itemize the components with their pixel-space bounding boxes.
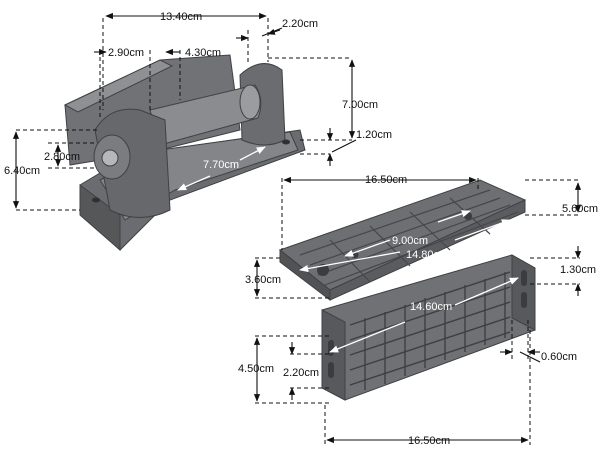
label-base-span: 7.70cm: [203, 159, 239, 171]
hinge-back-plate-top: [63, 59, 174, 113]
dim-arrow-grid-length: [454, 277, 519, 306]
label-inner-length: 14.80cm: [406, 249, 448, 261]
grid-plate-slot: [521, 292, 527, 308]
label-lug-gap: 2.20cm: [282, 18, 318, 30]
extension-lines: [16, 18, 580, 445]
dim-arrow-base-span: [177, 175, 211, 191]
label-top-width: 13.40cm: [160, 11, 202, 23]
dim-leader-rail-width: [519, 351, 541, 363]
hinge-axle: [149, 84, 262, 146]
label-plate-height: 5.60cm: [562, 203, 598, 215]
label-bracket-offset: 2.20cm: [283, 367, 319, 379]
grid-plate-slot: [328, 362, 334, 378]
grid-plate-left-end: [321, 309, 346, 401]
label-bracket-height: 4.50cm: [238, 363, 274, 375]
dim-leader-lug-gap: [261, 27, 283, 37]
hinge-mount-hole: [92, 197, 100, 203]
label-base-thickness: 1.20cm: [356, 129, 392, 141]
dimension-arrows-on-part: [177, 146, 519, 353]
label-side-height: 3.60cm: [245, 274, 281, 286]
label-side-offset: 1.30cm: [560, 264, 596, 276]
label-height: 7.00cm: [342, 99, 378, 111]
plate-top-ribs: [299, 189, 519, 286]
hinge-assembly: [63, 54, 306, 252]
label-rail-width: 0.60cm: [541, 351, 577, 363]
dimension-arrows: [12, 12, 582, 444]
label-left-offset: 2.90cm: [108, 47, 144, 59]
grid-plate-bottom: [321, 254, 536, 401]
label-middle-offset: 4.30cm: [185, 47, 221, 59]
dim-arrow-inner-span: [344, 239, 391, 257]
label-inner-span: 9.00cm: [392, 235, 428, 247]
label-grid-length: 14.60cm: [410, 301, 452, 313]
label-axle-height: 2.80cm: [44, 151, 80, 163]
dim-leader-base-thickness: [331, 139, 357, 153]
hinge-mount-hole: [282, 139, 290, 145]
label-plate-length-top: 16.50cm: [365, 174, 407, 186]
dim-arrow-base-span: [239, 146, 266, 161]
hinge-bolt-head: [101, 149, 119, 167]
plate-top-front: [329, 199, 526, 301]
hinge-axle-end: [239, 84, 261, 120]
grid-plate-cells: [349, 271, 511, 390]
dim-arrow-grid-length: [329, 321, 406, 353]
grid-plate-slot: [521, 270, 527, 286]
label-plate-length-bottom: 16.50cm: [408, 435, 450, 447]
label-total-height: 6.40cm: [4, 165, 40, 177]
dim-arrow-inner-length: [299, 251, 401, 273]
dim-arrow-inner-span: [437, 210, 471, 223]
dim-arrow-inner-length: [454, 219, 511, 241]
hinge-base-front: [79, 184, 121, 252]
